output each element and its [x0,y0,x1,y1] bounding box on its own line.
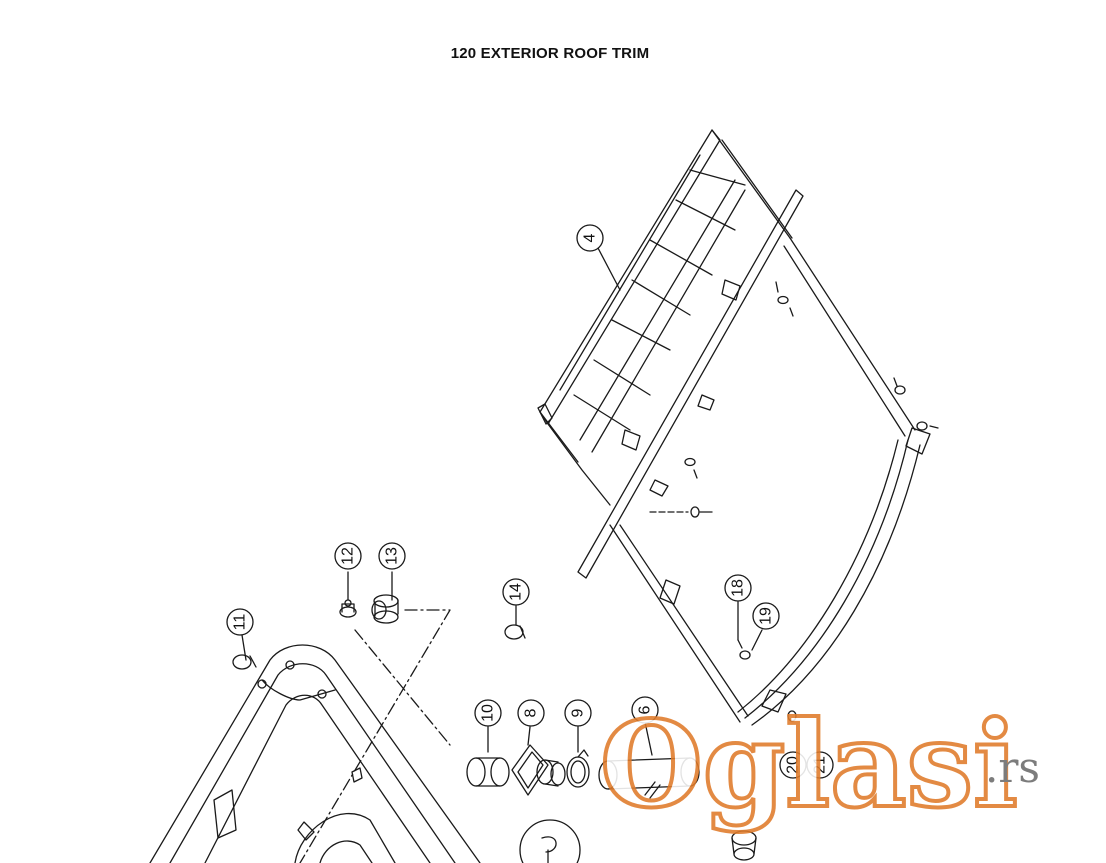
svg-text:9: 9 [570,708,587,717]
part-13-bushing [371,594,399,624]
callout-6: 6 [631,696,659,724]
leader-lines [241,247,763,863]
svg-text:19: 19 [758,607,775,625]
part-12-knob [339,599,357,618]
watermark-logo: Oglasi .rs [598,693,1040,836]
callout-21: 21 [806,751,834,779]
svg-text:13: 13 [384,547,401,565]
callout-12: 12 [334,542,362,570]
callout-4: 4 [576,224,604,252]
part-11-plug [232,654,257,670]
svg-text:12: 12 [340,547,357,565]
round-vent [519,819,581,863]
callout-10: 10 [474,699,502,727]
callout-19: 19 [752,602,780,630]
callout-9: 9 [564,699,592,727]
callout-13: 13 [378,542,406,570]
svg-text:21: 21 [812,756,829,774]
callout-18: 18 [724,574,752,602]
end-cap [731,830,757,861]
part-6-hose [598,757,700,799]
svg-text:14: 14 [508,583,525,601]
part-14-plug [504,624,526,640]
fasteners [649,281,939,722]
svg-text:20: 20 [785,756,802,774]
callout-8: 8 [517,699,545,727]
part-8-flange [511,744,566,796]
callout-11: 11 [226,608,254,636]
callout-20: 20 [779,751,807,779]
callout-14: 14 [502,578,530,606]
page-title: 120 EXTERIOR ROOF TRIM [450,45,650,62]
svg-text:6: 6 [637,705,654,714]
watermark-brand: Oglasi [600,695,1018,834]
roof-rack-frame [537,129,931,726]
watermark-suffix: .rs [985,743,1040,792]
callouts: 4 12 13 14 11 18 19 10 [226,224,834,779]
svg-text:10: 10 [480,704,497,722]
svg-text:4: 4 [582,233,599,242]
part-9-clamp [566,749,590,788]
svg-text:11: 11 [232,614,249,631]
part-10-tube [466,757,510,787]
svg-text:18: 18 [730,579,747,597]
roof-cap-shell [149,644,481,863]
svg-text:8: 8 [523,708,540,717]
